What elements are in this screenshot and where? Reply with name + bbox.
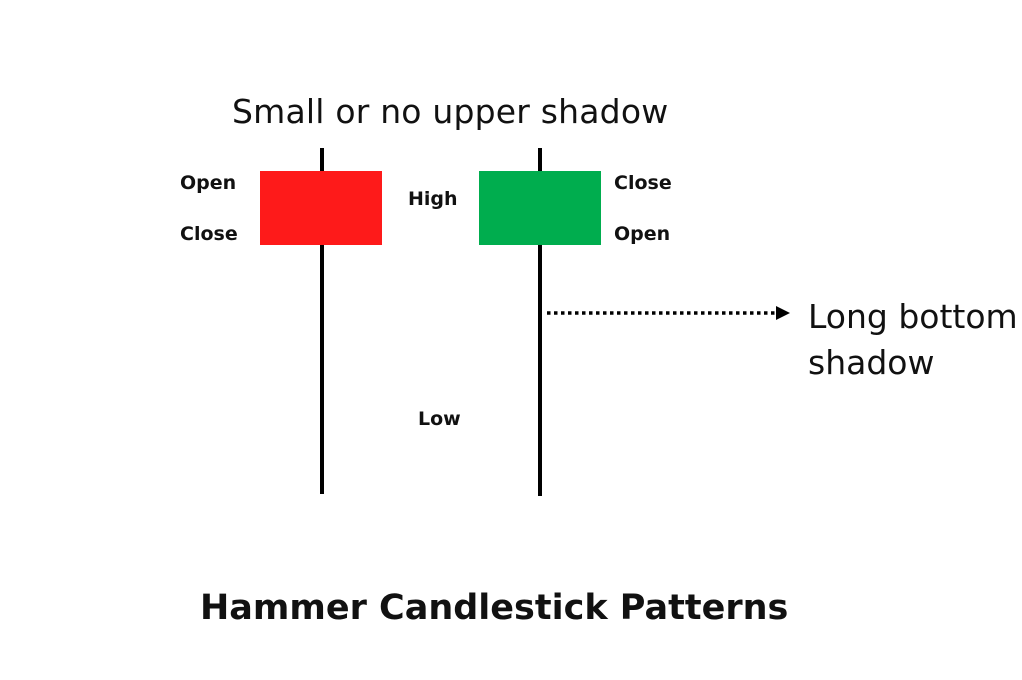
low-label: Low [418,408,461,430]
bearish-close-label: Close [180,223,238,245]
side-note-line-1: Long bottom [808,297,1018,336]
bearish-candle-body [260,171,382,245]
bullish-candle-body [479,171,601,245]
bullish-close-label: Close [614,172,672,194]
bearish-open-label: Open [180,172,237,194]
bullish-open-label: Open [614,223,671,245]
long-bottom-shadow-note: Long bottom shadow [808,294,1018,386]
side-note-line-2: shadow [808,343,935,382]
top-caption: Small or no upper shadow [232,92,669,131]
arrow-head-icon [776,306,790,320]
high-label: High [408,188,458,210]
diagram-title: Hammer Candlestick Patterns [200,588,789,628]
